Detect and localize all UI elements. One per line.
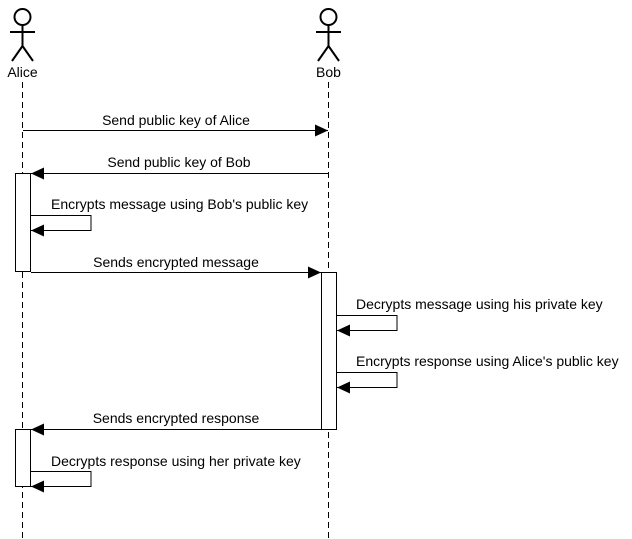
- alice-participant-label: Alice: [7, 64, 38, 80]
- message-label: Encrypts response using Alice's public k…: [356, 353, 619, 369]
- bob-participant-label: Bob: [316, 64, 341, 80]
- message-label: Decrypts response using her private key: [51, 453, 301, 469]
- self-message-arrow: [337, 372, 398, 394]
- message-label: Encrypts message using Bob's public key: [51, 196, 308, 212]
- self-message-arrow: [31, 471, 92, 493]
- alice-activation-bar: [15, 173, 31, 272]
- message-label: Send public key of Bob: [107, 154, 250, 170]
- self-message-arrow: [337, 315, 398, 337]
- message-label: Sends encrypted message: [93, 254, 259, 270]
- self-message-arrow: [31, 215, 92, 237]
- message-label: Sends encrypted response: [93, 410, 260, 426]
- bob-activation-bar: [321, 272, 337, 430]
- message-label: Send public key of Alice: [102, 112, 250, 128]
- message-label: Decrypts message using his private key: [356, 296, 603, 312]
- alice-actor-icon: [10, 8, 35, 62]
- bob-actor-icon: [316, 8, 341, 62]
- alice-activation-bar: [15, 429, 31, 487]
